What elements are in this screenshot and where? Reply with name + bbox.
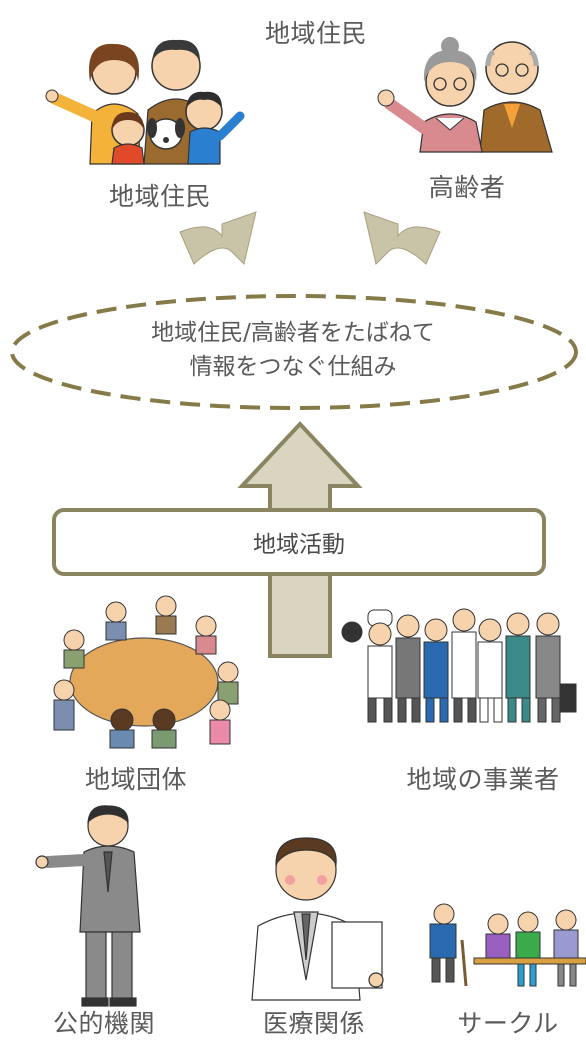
- medical-label: 医療関係: [262, 1009, 366, 1038]
- central-text: 地域住民/高齢者をたばねて 情報をつなぐ仕組み: [0, 316, 586, 384]
- workers-illustration: [341, 608, 577, 723]
- arrow-from-elderly: [363, 211, 441, 265]
- meeting-illustration: [53, 595, 239, 749]
- elderly-illustration: [377, 37, 553, 153]
- arrow-from-residents: [179, 211, 257, 265]
- business-label: 地域の事業者: [406, 765, 560, 794]
- elderly-label: 高齢者: [428, 173, 506, 202]
- official-illustration: [35, 805, 141, 1007]
- doctor-illustration: [251, 837, 384, 1001]
- residents-label: 地域住民: [108, 182, 212, 211]
- central-text-line1: 地域住民/高齢者をたばねて: [151, 320, 435, 346]
- circle-label: サークル: [457, 1009, 559, 1038]
- public-label: 公的機関: [52, 1009, 156, 1038]
- groups-label: 地域団体: [84, 765, 188, 794]
- circle-illustration: [429, 903, 586, 987]
- activity-label: 地域活動: [253, 532, 345, 558]
- central-text-line2: 情報をつなぐ仕組み: [189, 354, 397, 380]
- top-title: 地域住民: [264, 19, 368, 48]
- activity-box: 地域活動: [52, 508, 546, 576]
- family-illustration: [45, 39, 245, 165]
